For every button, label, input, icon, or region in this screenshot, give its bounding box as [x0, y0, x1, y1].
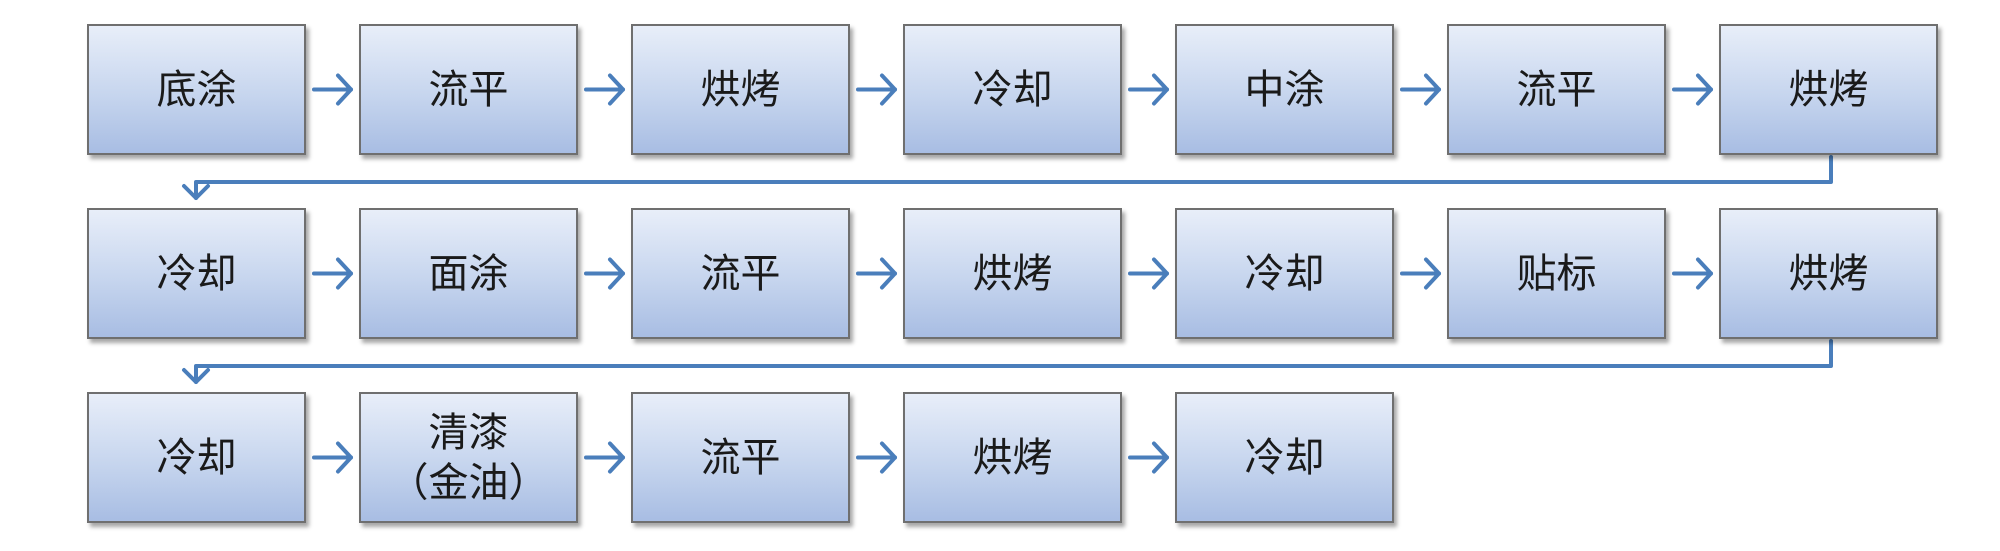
- process-step-box: 冷却: [1175, 208, 1394, 339]
- process-step-label: 冷却: [972, 66, 1053, 113]
- process-step-box: 流平: [631, 392, 850, 523]
- process-step-label: 面涂: [428, 250, 509, 297]
- process-step-label: 烘烤: [972, 434, 1053, 481]
- process-step-label: 冷却: [1244, 250, 1325, 297]
- process-step-label: 流平: [700, 434, 781, 481]
- process-step-box: 贴标: [1447, 208, 1666, 339]
- wrap-connector-line: [194, 339, 1833, 384]
- process-step-label: 清漆 （金油）: [388, 409, 549, 506]
- process-step-label: 烘烤: [1788, 250, 1869, 297]
- process-step-label: 冷却: [156, 250, 237, 297]
- process-step-box: 清漆 （金油）: [359, 392, 578, 523]
- process-step-label: 冷却: [1244, 434, 1325, 481]
- process-step-box: 烘烤: [903, 208, 1122, 339]
- process-step-box: 烘烤: [903, 392, 1122, 523]
- arrow-head-icon: [608, 257, 625, 290]
- process-step-label: 贴标: [1516, 250, 1597, 297]
- process-step-label: 底涂: [156, 66, 237, 113]
- arrow-head-icon: [1696, 257, 1713, 290]
- process-step-box: 底涂: [87, 24, 306, 155]
- arrow-head-icon: [880, 257, 897, 290]
- process-step-box: 中涂: [1175, 24, 1394, 155]
- arrow-head-icon: [880, 73, 897, 106]
- wrap-connector-line: [194, 155, 1833, 200]
- process-step-label: 冷却: [156, 434, 237, 481]
- process-step-box: 流平: [359, 24, 578, 155]
- arrow-head-icon: [336, 441, 353, 474]
- arrow-head-icon: [1152, 257, 1169, 290]
- process-step-label: 烘烤: [1788, 66, 1869, 113]
- process-step-box: 面涂: [359, 208, 578, 339]
- process-step-box: 冷却: [1175, 392, 1394, 523]
- arrow-head-icon: [1424, 257, 1441, 290]
- arrow-head-icon: [182, 368, 210, 384]
- process-step-label: 流平: [1516, 66, 1597, 113]
- process-step-box: 冷却: [903, 24, 1122, 155]
- process-step-box: 烘烤: [1719, 24, 1938, 155]
- process-step-box: 冷却: [87, 208, 306, 339]
- process-step-box: 流平: [1447, 24, 1666, 155]
- process-step-box: 冷却: [87, 392, 306, 523]
- process-step-label: 烘烤: [700, 66, 781, 113]
- arrow-head-icon: [880, 441, 897, 474]
- process-step-label: 流平: [428, 66, 509, 113]
- process-step-box: 烘烤: [631, 24, 850, 155]
- process-step-box: 流平: [631, 208, 850, 339]
- process-step-label: 中涂: [1244, 66, 1325, 113]
- arrow-head-icon: [182, 184, 210, 200]
- arrow-head-icon: [608, 441, 625, 474]
- arrow-head-icon: [1152, 73, 1169, 106]
- process-step-label: 烘烤: [972, 250, 1053, 297]
- arrow-head-icon: [336, 257, 353, 290]
- arrow-head-icon: [336, 73, 353, 106]
- arrow-head-icon: [1152, 441, 1169, 474]
- process-step-label: 流平: [700, 250, 781, 297]
- arrow-head-icon: [1696, 73, 1713, 106]
- arrow-head-icon: [1424, 73, 1441, 106]
- process-step-box: 烘烤: [1719, 208, 1938, 339]
- arrow-head-icon: [608, 73, 625, 106]
